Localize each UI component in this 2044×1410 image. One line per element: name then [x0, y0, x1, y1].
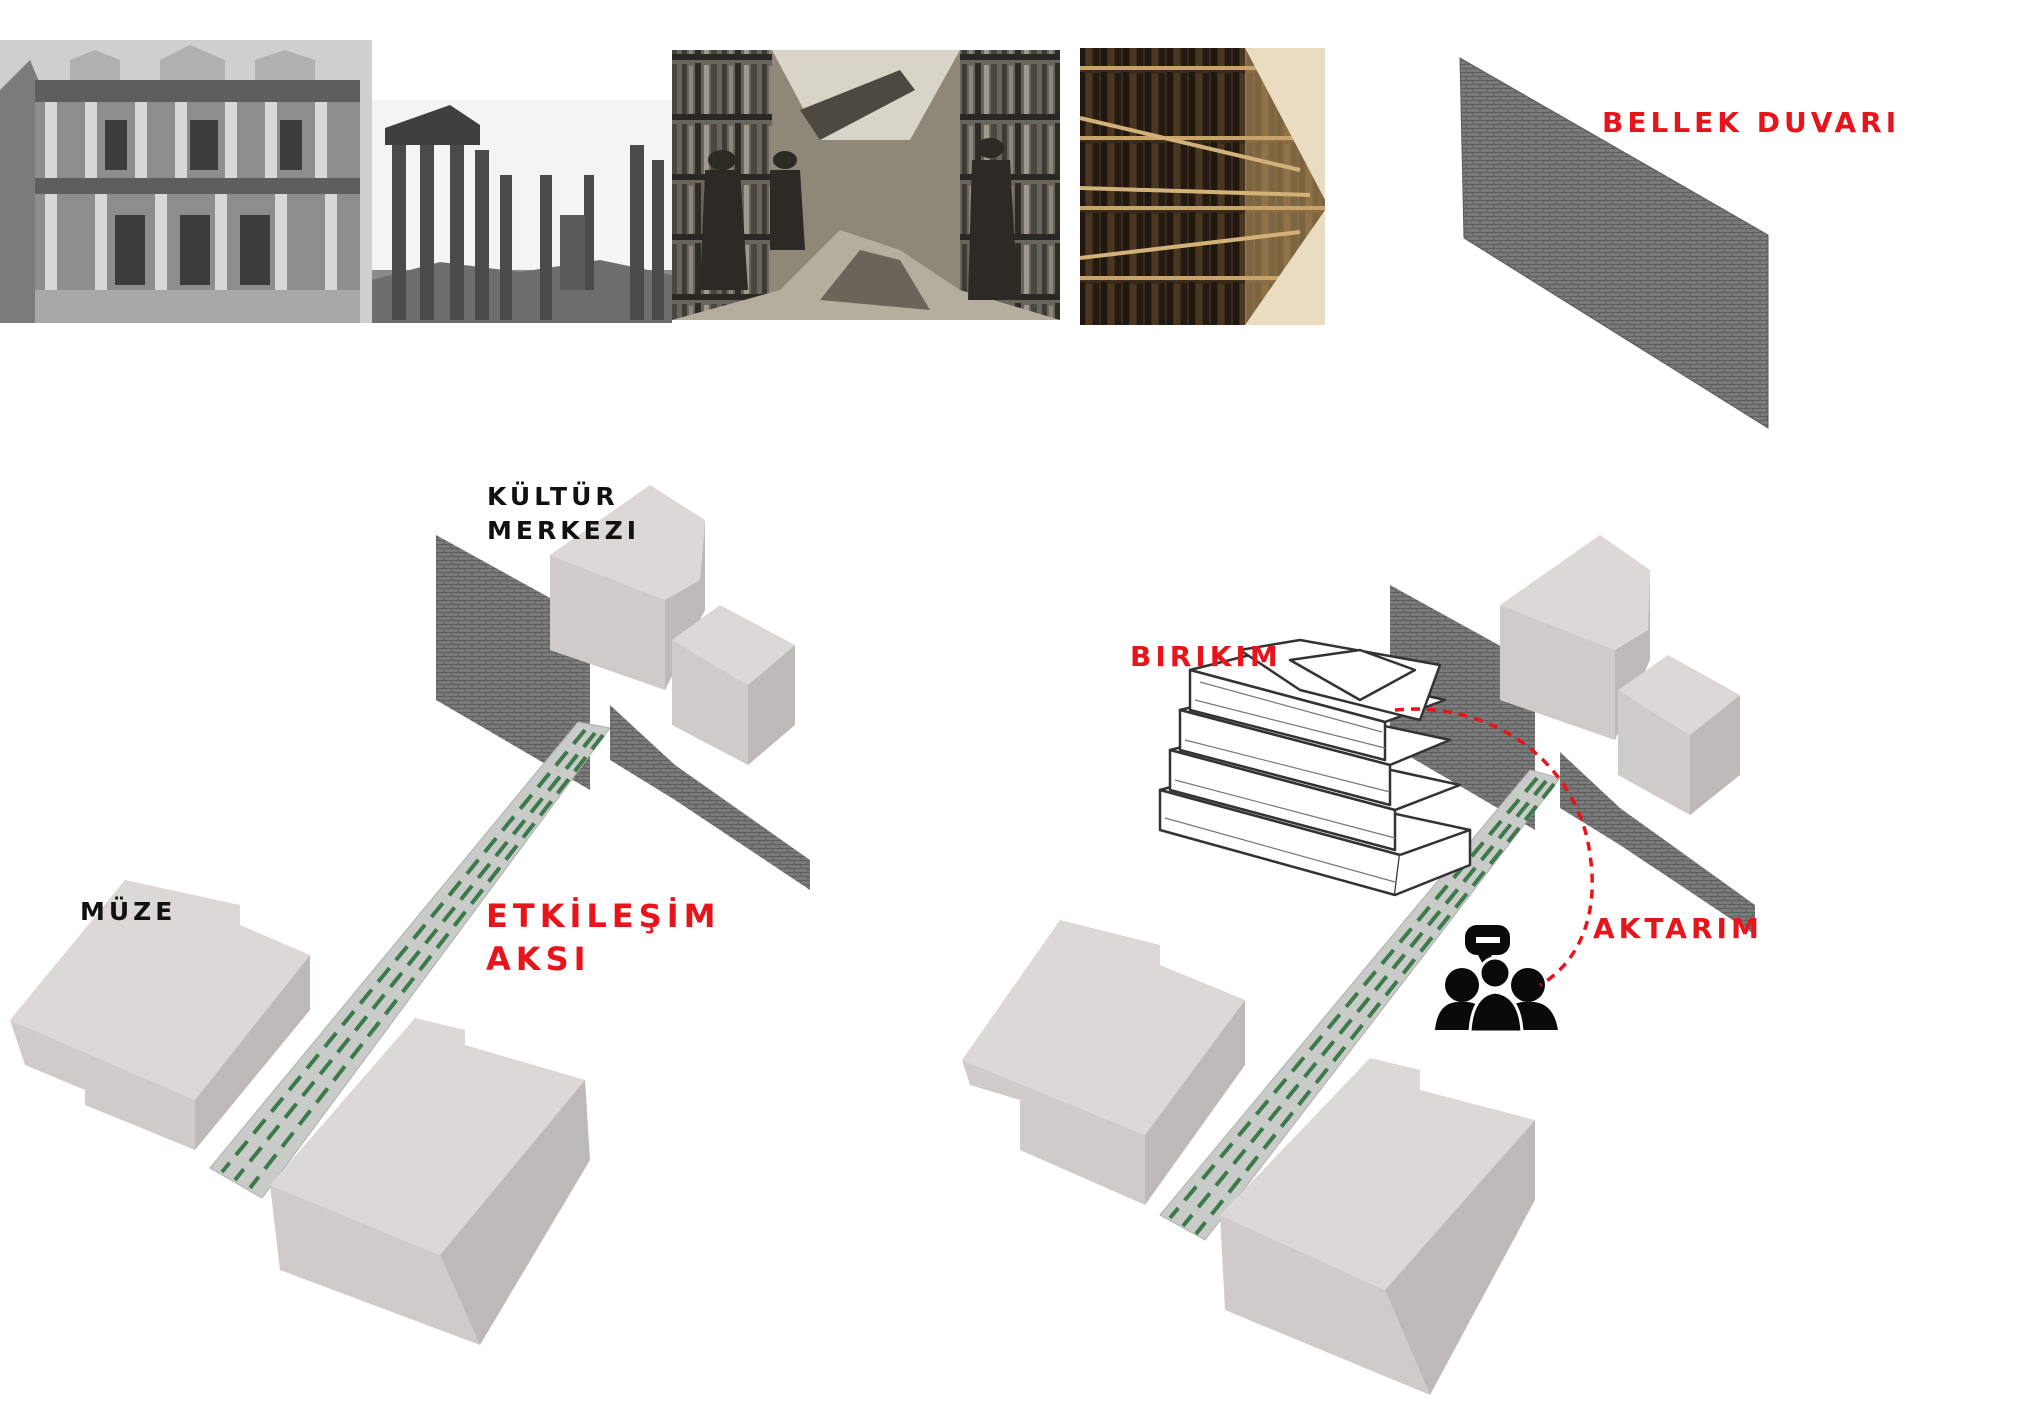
- left-axis-dashes: [220, 728, 605, 1190]
- label-aktarim: AKTARIM: [1593, 912, 1763, 945]
- left-memory-wall-front: [610, 705, 810, 890]
- ancient-columns-photo: [372, 100, 672, 323]
- label-muze: MÜZE: [80, 897, 177, 926]
- left-main-block: [270, 1018, 590, 1345]
- right-memory-wall-front: [1560, 752, 1755, 935]
- left-culture-center-block: [550, 485, 705, 690]
- right-axis-dashes: [1168, 776, 1556, 1236]
- right-museum-block: [962, 920, 1245, 1205]
- left-site-diagram: [10, 485, 810, 1345]
- library-of-celsus-photo: [0, 40, 372, 323]
- label-kultur-merkezi: KÜLTÜR MERKEZI: [487, 482, 641, 545]
- right-culture-center-small-block: [1618, 655, 1740, 815]
- left-museum-block: [10, 880, 310, 1150]
- memory-wall-panel: [1459, 57, 1769, 429]
- book-shelves-photo: [1079, 48, 1325, 325]
- right-site-diagram: [962, 535, 1755, 1395]
- label-birikim: BIRIKIM: [1130, 640, 1282, 673]
- right-main-block: [1220, 1058, 1535, 1395]
- label-etkilesim-aksi: ETKİLEŞİM AKSI: [486, 897, 721, 979]
- bombed-library-photo: [672, 50, 1060, 320]
- left-culture-center-small-block: [672, 605, 795, 765]
- right-interaction-axis: [1159, 769, 1561, 1241]
- right-memory-wall-back: [1390, 585, 1535, 830]
- transfer-curve: [1394, 707, 1594, 987]
- people-group-icon: [1435, 925, 1558, 1034]
- label-bellek-duvari: BELLEK DUVARI: [1602, 106, 1901, 139]
- book-stack-sketch: [1158, 638, 1472, 897]
